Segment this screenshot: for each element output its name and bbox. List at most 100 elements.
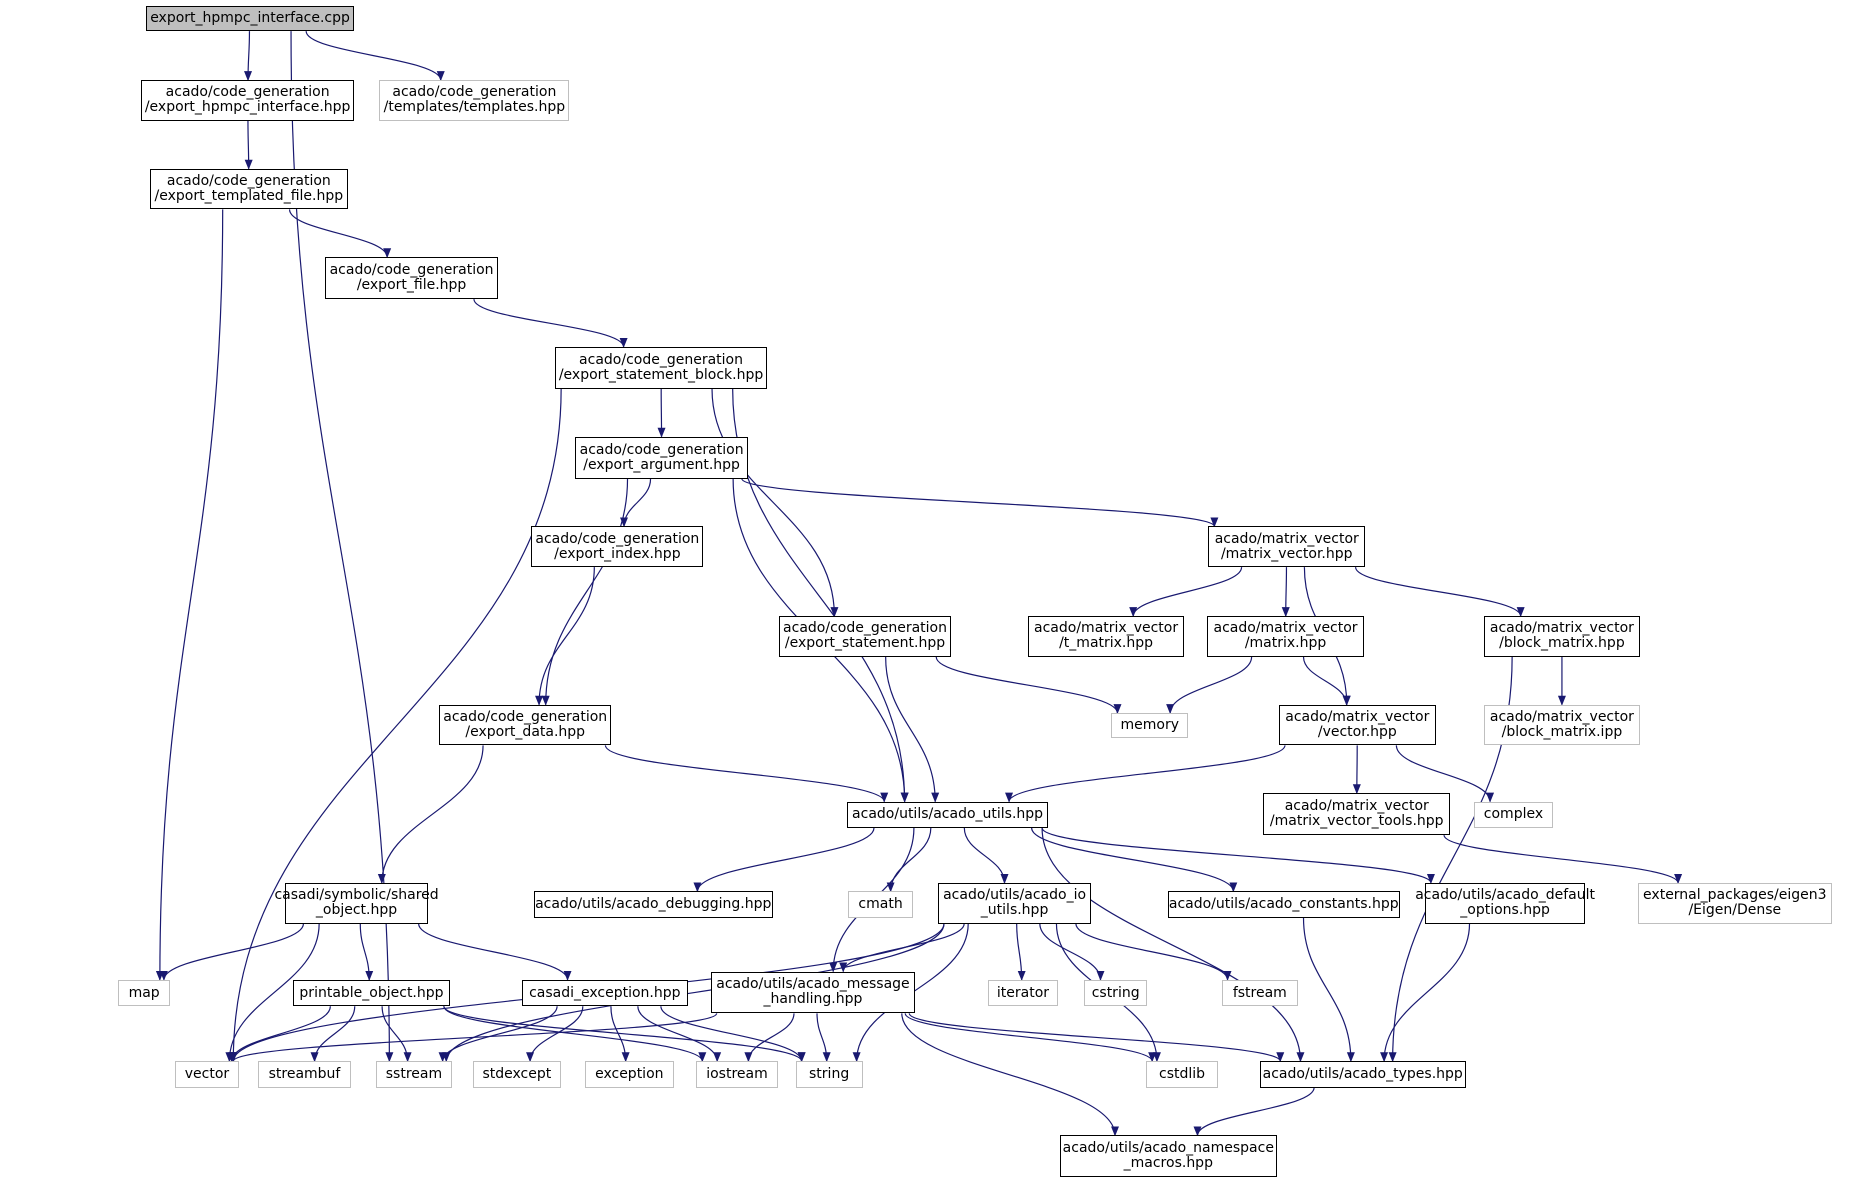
edge-mv-to-mat — [1281, 567, 1290, 618]
node-aio[interactable]: acado/utils/acado_io_utils.hpp — [938, 882, 1092, 924]
edge-root-to-tpl — [305, 30, 445, 82]
node-iostream: iostream — [696, 1061, 778, 1088]
edge-aio-to-iterator — [1016, 923, 1026, 981]
node-cmath: cmath — [848, 891, 913, 918]
edge-cex-to-stdexcept — [526, 1006, 584, 1063]
edge-au-to-adbg — [693, 827, 875, 893]
edge-ehi-to-etf — [244, 120, 253, 170]
node-ed[interactable]: acado/code_generation/export_data.hpp — [439, 704, 612, 746]
edge-so-to-vector — [225, 923, 320, 1063]
edge-cex-to-iostream — [637, 1006, 722, 1063]
node-so[interactable]: casadi/symbolic/shared_object.hpp — [274, 882, 439, 924]
edge-so-to-map — [159, 923, 305, 981]
node-label-line: /block_matrix.ipp — [1501, 724, 1623, 741]
node-label-line: /vector.hpp — [1317, 724, 1397, 741]
node-mv[interactable]: acado/matrix_vector/matrix_vector.hpp — [1208, 526, 1366, 568]
node-adbg[interactable]: acado/utils/acado_debugging.hpp — [533, 891, 773, 918]
node-map: map — [118, 979, 170, 1007]
edge-amh-to-at — [908, 1012, 1285, 1063]
node-es[interactable]: acado/code_generation/export_statement.h… — [778, 616, 952, 657]
node-label-line: acado/code_generation — [165, 84, 330, 101]
node-label-line: stdexcept — [482, 1065, 552, 1082]
node-label-line: /matrix_vector.hpp — [1220, 545, 1353, 562]
edge-es-to-au — [885, 656, 940, 803]
node-stdexcept: stdexcept — [472, 1061, 562, 1088]
edge-aio-to-amh — [839, 923, 965, 973]
node-vec[interactable]: acado/matrix_vector/vector.hpp — [1278, 704, 1436, 746]
edge-acst-to-at — [1302, 917, 1355, 1063]
node-fstream: fstream — [1221, 979, 1299, 1007]
node-label-line: /export_hpmpc_interface.hpp — [144, 99, 351, 116]
node-label-line: exception — [595, 1065, 664, 1082]
node-tm[interactable]: acado/matrix_vector/t_matrix.hpp — [1027, 616, 1185, 657]
edge-au-to-aio — [963, 827, 1009, 884]
node-mvt[interactable]: acado/matrix_vector/matrix_vector_tools.… — [1263, 793, 1451, 836]
node-label-line: /export_statement_block.hpp — [558, 366, 764, 383]
edge-cex-to-exception — [610, 1006, 630, 1063]
node-at[interactable]: acado/utils/acado_types.hpp — [1259, 1061, 1466, 1088]
node-adef[interactable]: acado/utils/acado_default_options.hpp — [1415, 882, 1595, 924]
node-complex: complex — [1474, 801, 1553, 828]
node-label-line: export_hpmpc_interface.cpp — [150, 10, 350, 27]
node-label-line: acado/matrix_vector — [1213, 620, 1358, 637]
edge-po-to-streambuf — [310, 1006, 356, 1063]
node-label-line: acado/utils/acado_types.hpp — [1262, 1065, 1463, 1082]
node-label-line: acado/utils/acado_namespace — [1062, 1140, 1274, 1157]
node-label-line: acado/matrix_vector — [1034, 620, 1179, 637]
node-label-line: acado/matrix_vector — [1214, 530, 1359, 547]
node-au[interactable]: acado/utils/acado_utils.hpp — [847, 801, 1049, 828]
node-label-line: acado/matrix_vector — [1284, 798, 1429, 815]
node-label-line: /t_matrix.hpp — [1059, 635, 1154, 652]
node-label-line: /export_file.hpp — [356, 277, 467, 294]
node-label-line: /Eigen/Dense — [1688, 902, 1782, 919]
node-label-line: _options.hpp — [1460, 902, 1550, 919]
edge-eidx-to-ed — [535, 567, 595, 706]
node-eidx[interactable]: acado/code_generation/export_index.hpp — [531, 526, 704, 568]
node-label-line: acado/matrix_vector — [1489, 709, 1634, 726]
node-etf[interactable]: acado/code_generation/export_templated_f… — [149, 168, 349, 210]
node-label-line: /matrix_vector_tools.hpp — [1269, 813, 1444, 830]
node-string: string — [795, 1061, 863, 1088]
node-bm[interactable]: acado/matrix_vector/block_matrix.hpp — [1483, 616, 1641, 657]
node-esb[interactable]: acado/code_generation/export_statement_b… — [555, 346, 767, 389]
node-label-line: /export_data.hpp — [465, 724, 586, 741]
node-cex[interactable]: casadi_exception.hpp — [521, 979, 688, 1007]
node-label-line: iterator — [996, 984, 1050, 1001]
edge-amh-to-anm — [901, 1013, 1119, 1137]
edge-ea-to-mv — [741, 478, 1219, 528]
node-root[interactable]: export_hpmpc_interface.cpp — [145, 5, 355, 32]
node-tpl: acado/code_generation/templates/template… — [379, 80, 570, 121]
node-label-line: cstdlib — [1159, 1065, 1206, 1082]
node-anm[interactable]: acado/utils/acado_namespace_macros.hpp — [1060, 1135, 1277, 1178]
node-label-line: acado/utils/acado_utils.hpp — [852, 806, 1044, 823]
node-mat[interactable]: acado/matrix_vector/matrix.hpp — [1207, 616, 1364, 657]
edge-root-to-ehi — [244, 31, 253, 82]
node-ef[interactable]: acado/code_generation/export_file.hpp — [325, 257, 498, 300]
edge-po-to-iostream — [443, 1005, 707, 1063]
node-label-line: /templates/templates.hpp — [383, 99, 566, 116]
edge-ea-to-ed — [541, 478, 629, 706]
node-label-line: acado/utils/acado_io — [943, 887, 1087, 904]
node-label-line: cmath — [858, 895, 903, 912]
node-label-line: _handling.hpp — [763, 991, 863, 1008]
edge-es-to-memory — [935, 656, 1122, 715]
node-ehi[interactable]: acado/code_generation/export_hpmpc_inter… — [141, 80, 355, 121]
node-label-line: /export_argument.hpp — [583, 456, 740, 473]
edge-esb-to-vector — [229, 388, 562, 1063]
edge-po-to-vector — [227, 1006, 331, 1063]
node-acst[interactable]: acado/utils/acado_constants.hpp — [1167, 891, 1400, 918]
node-label-line: acado/code_generation — [535, 530, 700, 547]
node-label-line: sstream — [385, 1065, 443, 1082]
node-sstream: sstream — [375, 1061, 453, 1088]
node-po[interactable]: printable_object.hpp — [293, 979, 450, 1007]
edge-amh-to-iostream — [744, 1013, 795, 1063]
edge-aio-to-fstream — [1075, 923, 1232, 981]
edge-po-to-string — [443, 1005, 806, 1063]
node-amh[interactable]: acado/utils/acado_message_handling.hpp — [710, 971, 916, 1014]
edge-vec-to-complex — [1395, 745, 1495, 803]
node-ea[interactable]: acado/code_generation/export_argument.hp… — [575, 436, 748, 479]
node-label-line: string — [809, 1065, 850, 1082]
node-label-line: acado/code_generation — [579, 351, 743, 368]
node-label-line: cstring — [1091, 984, 1140, 1001]
edge-at-to-anm — [1193, 1087, 1315, 1137]
